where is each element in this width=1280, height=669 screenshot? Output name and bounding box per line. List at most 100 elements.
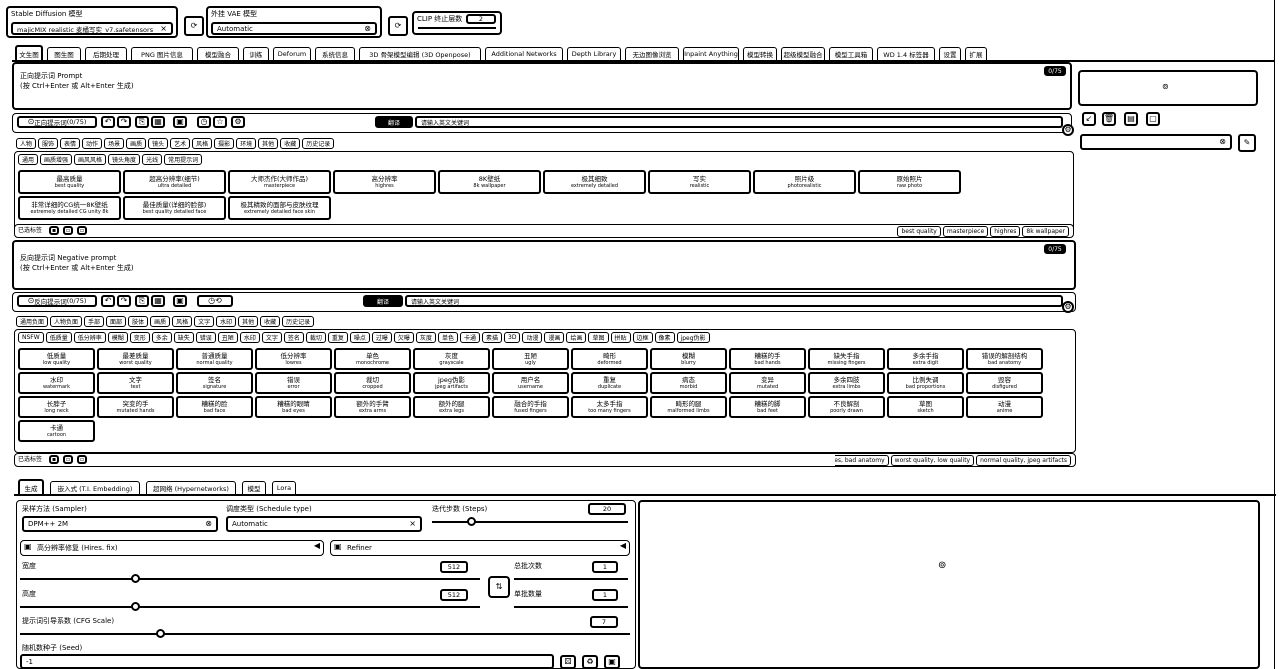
prompt-tag-card[interactable]: 最佳质量(详细的脸部)best quality detailed face (123, 196, 226, 220)
negative-subcategory-chip[interactable]: 多余 (151, 332, 172, 343)
sub-tab-1[interactable]: 嵌入式 (T.I. Embedding) (50, 481, 140, 495)
negative-category-chip[interactable]: 文字 (194, 316, 215, 327)
paste-button[interactable]: ▦ (151, 116, 165, 128)
negative-toggle-button[interactable]: ⊙反向提示词(0/75) (17, 295, 97, 307)
tab-5[interactable]: 训练 (243, 47, 269, 61)
clip-skip-input[interactable]: 2 (466, 14, 496, 24)
prompt-category-chip[interactable]: 镜头 (148, 138, 169, 149)
selected-tag-chip[interactable]: normal quality, jpeg artifacts (976, 455, 1071, 466)
tab-13[interactable]: 模型转换 (743, 47, 777, 61)
height-input[interactable]: 512 (440, 589, 468, 601)
tab-8[interactable]: 3D 骨架模型编辑 (3D Openpose) (359, 47, 481, 61)
negative-subcategory-chip[interactable]: 文字 (261, 332, 282, 343)
prompt-panel-toggle[interactable]: ⚙ (1062, 124, 1074, 136)
steps-slider[interactable] (467, 517, 477, 526)
negative-panel-toggle[interactable]: ⚙ (1062, 301, 1074, 313)
neg-undo-button[interactable]: ↶ (101, 295, 115, 307)
width-input[interactable]: 512 (440, 561, 468, 573)
neg-history-button[interactable]: ◷⟲ (197, 295, 233, 307)
selected-tag-chip[interactable]: lowres, bad anatomy (835, 455, 889, 466)
tab-16[interactable]: WD 1.4 标签器 (877, 47, 935, 61)
prompt-subcategory-chip[interactable]: 常用提示词 (164, 154, 203, 165)
settings-button[interactable]: ⚙ (231, 116, 245, 128)
seed-input[interactable]: -1 (20, 654, 554, 669)
swap-dimensions-button[interactable]: ⇅ (488, 576, 510, 598)
clipboard-button[interactable]: ▤ (1124, 112, 1138, 126)
sub-tab-2[interactable]: 超网络 (Hypernetworks) (146, 481, 236, 495)
negative-subcategory-chip[interactable]: 丑陋 (217, 332, 238, 343)
prompt-category-chip[interactable]: 艺术 (170, 138, 191, 149)
negative-subcategory-chip[interactable]: 边框 (632, 332, 653, 343)
refresh-checkpoint-button[interactable]: ⟳ (184, 16, 204, 36)
sub-tab-0[interactable]: 生成 (18, 479, 44, 495)
save-style-button[interactable]: ▢ (1146, 112, 1160, 126)
negative-subcategory-chip[interactable]: 重复 (327, 332, 348, 343)
tab-4[interactable]: 模型融合 (197, 47, 239, 61)
selected-tag-chip[interactable]: best quality (897, 226, 941, 237)
batch-count-input[interactable]: 1 (592, 561, 618, 573)
tab-15[interactable]: 模型工具箱 (829, 47, 873, 61)
cfg-input[interactable]: 7 (590, 616, 618, 628)
tab-18[interactable]: 扩展 (965, 47, 987, 61)
negative-category-chip[interactable]: 风格 (172, 316, 193, 327)
favorite-button[interactable]: ☆ (213, 116, 227, 128)
clear-icon[interactable]: ⊗ (364, 23, 371, 33)
neg-copy-button[interactable]: ⎘ (135, 295, 149, 307)
negative-subcategory-chip[interactable]: 像素 (654, 332, 675, 343)
translate-button[interactable]: 翻译 (375, 116, 413, 128)
negative-subcategory-chip[interactable]: 拼贴 (610, 332, 631, 343)
negative-category-chip[interactable]: 画质 (150, 316, 171, 327)
tab-11[interactable]: 无边图像浏览 (625, 47, 679, 61)
sub-tab-4[interactable]: Lora (272, 481, 296, 495)
cfg-slider[interactable] (156, 629, 166, 638)
negative-subcategory-chip[interactable]: 低分辨率 (73, 332, 106, 343)
prompt-category-chip[interactable]: 环境 (236, 138, 257, 149)
hires-fix-accordion[interactable]: ▣ 高分辨率修复 (Hires. fix) ◀ (20, 540, 324, 556)
history-button[interactable]: ◷ (197, 116, 211, 128)
prompt-subcategory-chip[interactable]: 光线 (142, 154, 163, 165)
selected-tag-chip[interactable]: 8k wallpaper (1022, 226, 1069, 237)
negative-category-chip[interactable]: 其他 (238, 316, 259, 327)
refresh-vae-button[interactable]: ⟳ (388, 16, 408, 36)
prompt-tag-card[interactable]: 大师杰作(大师作品)masterpiece (228, 170, 331, 194)
prompt-selected-copy[interactable]: ▫ (63, 226, 73, 235)
generate-button[interactable]: ⊚ (1078, 70, 1258, 106)
prompt-search-input[interactable]: 请输入英文关键词 (415, 116, 1063, 128)
undo-button[interactable]: ↶ (101, 116, 115, 128)
negative-subcategory-chip[interactable]: 灰度 (415, 332, 436, 343)
tab-6[interactable]: Deforum (273, 47, 311, 61)
clear-icon[interactable]: ⊗ (205, 519, 212, 528)
negative-subcategory-chip[interactable]: jpeg伪影 (676, 332, 710, 343)
negative-subcategory-chip[interactable]: 裁切 (305, 332, 326, 343)
negative-subcategory-chip[interactable]: 卡通 (459, 332, 480, 343)
width-slider[interactable] (131, 574, 140, 583)
prompt-toggle-button[interactable]: ⊙正向提示词(0/75) (17, 116, 97, 128)
